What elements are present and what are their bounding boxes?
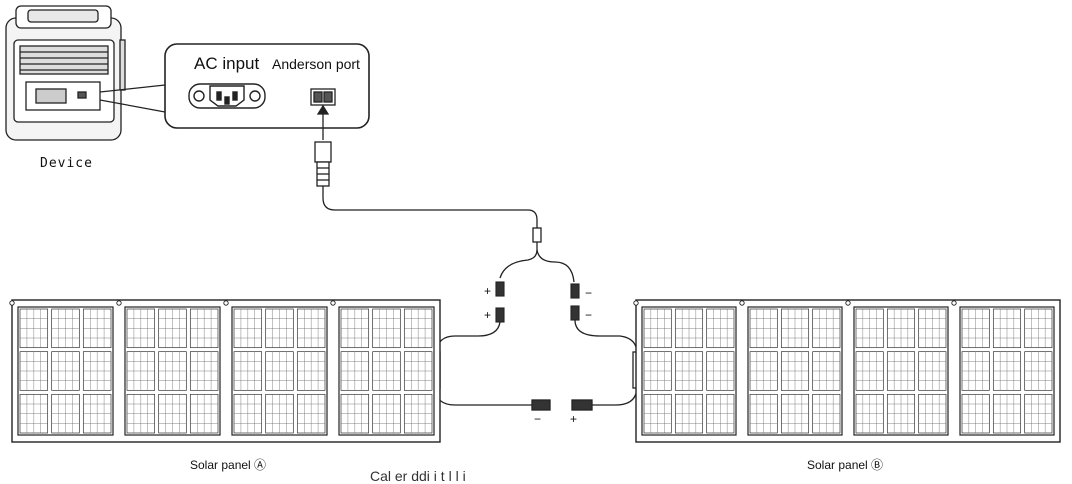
solar-panel-b-module	[959, 306, 1055, 436]
ac-socket-icon	[188, 83, 266, 109]
power-station-icon	[5, 5, 126, 141]
anderson-plug-icon	[314, 141, 332, 187]
polarity-plus-mid-left: +	[484, 308, 492, 322]
solar-panel-b-module	[641, 306, 737, 436]
solar-panel-a	[9, 299, 441, 443]
bottom-caption-partial: Cal er ddi i t l l i	[370, 468, 466, 484]
ac-input-label: AC input	[194, 54, 260, 73]
polarity-plus-top-left: +	[484, 284, 492, 298]
solar-panel-b	[633, 299, 1061, 443]
solar-panel-b-module	[747, 306, 843, 436]
device-label: Device	[40, 156, 93, 171]
panel-cables	[430, 319, 643, 411]
solar-panel-a-label: Solar panel Ⓐ	[190, 458, 267, 472]
solar-panel-b-label: Solar panel Ⓑ	[807, 458, 884, 472]
solar-panel-b-module	[853, 306, 949, 436]
anderson-port-label: Anderson port	[272, 56, 360, 72]
polarity-plus-bottom: +	[570, 412, 578, 426]
anderson-cable	[314, 104, 575, 283]
polarity-minus-top-right: −	[585, 286, 593, 300]
mc4-connector-icon	[495, 281, 580, 323]
anderson-port-icon	[310, 88, 336, 106]
port-callout	[99, 43, 370, 129]
solar-panel-a-module	[17, 306, 114, 436]
polarity-minus-mid-right: −	[585, 308, 593, 322]
polarity-minus-bottom: −	[534, 412, 542, 426]
solar-panel-a-module	[231, 306, 328, 436]
solar-panel-a-module	[338, 306, 435, 436]
solar-panel-a-module	[124, 306, 221, 436]
